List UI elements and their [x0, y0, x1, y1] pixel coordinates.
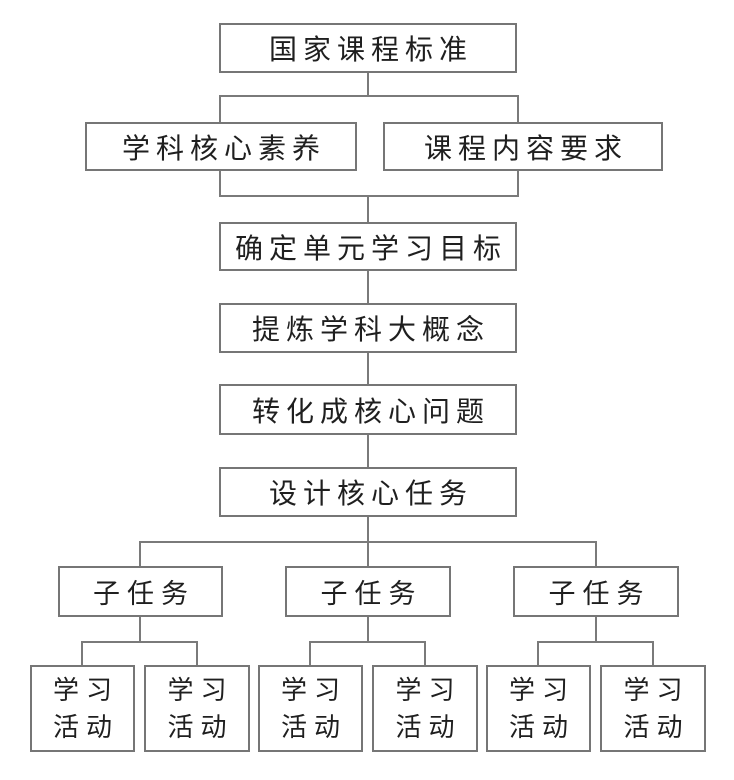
- connector-subtask2-drop-left: [309, 641, 311, 665]
- node-learning-activity-5: 学习 活动: [486, 665, 591, 752]
- connector-merge-left-stem: [219, 171, 221, 197]
- activity-label-line2: 活动: [280, 712, 347, 742]
- node-subtask-1: 子任务: [58, 566, 223, 617]
- connector-subtask2-stem: [367, 617, 369, 642]
- connector-subtask2-bar: [309, 641, 426, 643]
- connector-root-bar: [219, 95, 519, 97]
- connector-concepts-to-questions: [367, 353, 369, 384]
- activity-label-line1: 学习: [508, 675, 575, 705]
- connector-subtask3-drop-right: [652, 641, 654, 665]
- connector-subtask1-drop-left: [81, 641, 83, 665]
- activity-label-line2: 活动: [395, 712, 462, 742]
- node-distill-subject-big-concepts: 提炼学科大概念: [219, 303, 517, 353]
- activity-label-line1: 学习: [52, 675, 119, 705]
- connector-subtask3-bar: [537, 641, 654, 643]
- connector-root-drop-left: [219, 95, 221, 122]
- connector-task-stem: [367, 517, 369, 541]
- node-learning-activity-6: 学习 活动: [600, 665, 706, 752]
- node-course-content-requirements: 课程内容要求: [383, 122, 663, 171]
- connector-subtask1-drop-right: [196, 641, 198, 665]
- activity-label-line2: 活动: [623, 712, 690, 742]
- node-learning-activity-2: 学习 活动: [144, 665, 250, 752]
- activity-label-line1: 学习: [395, 675, 462, 705]
- activity-label-line1: 学习: [623, 675, 690, 705]
- node-learning-activity-4: 学习 活动: [372, 665, 478, 752]
- connector-root-drop-right: [517, 95, 519, 122]
- activity-label-line2: 活动: [52, 712, 119, 742]
- connector-goals-to-concepts: [367, 271, 369, 303]
- connector-subtask3-stem: [595, 617, 597, 642]
- activity-label-line1: 学习: [280, 675, 347, 705]
- node-national-curriculum-standard: 国家课程标准: [219, 23, 517, 73]
- node-learning-activity-3: 学习 活动: [258, 665, 363, 752]
- connector-merge-bar: [219, 195, 519, 197]
- connector-root-stem: [367, 73, 369, 97]
- node-subject-core-literacy: 学科核心素养: [85, 122, 357, 171]
- connector-questions-to-task: [367, 435, 369, 467]
- connector-task-drop-1: [139, 541, 141, 566]
- node-learning-activity-1: 学习 活动: [30, 665, 135, 752]
- activity-label-line2: 活动: [508, 712, 575, 742]
- connector-task-drop-3: [595, 541, 597, 566]
- activity-label-line2: 活动: [167, 712, 234, 742]
- connector-subtask1-bar: [81, 641, 198, 643]
- connector-task-drop-2: [367, 541, 369, 566]
- activity-label-line1: 学习: [167, 675, 234, 705]
- connector-subtask3-drop-left: [537, 641, 539, 665]
- connector-subtask2-drop-right: [424, 641, 426, 665]
- node-subtask-2: 子任务: [285, 566, 451, 617]
- connector-merge-right-stem: [517, 171, 519, 197]
- node-design-core-task: 设计核心任务: [219, 467, 517, 517]
- node-transform-into-core-questions: 转化成核心问题: [219, 384, 517, 435]
- node-define-unit-learning-goals: 确定单元学习目标: [219, 222, 517, 271]
- connector-subtask1-stem: [139, 617, 141, 642]
- node-subtask-3: 子任务: [513, 566, 679, 617]
- connector-merge-drop: [367, 195, 369, 222]
